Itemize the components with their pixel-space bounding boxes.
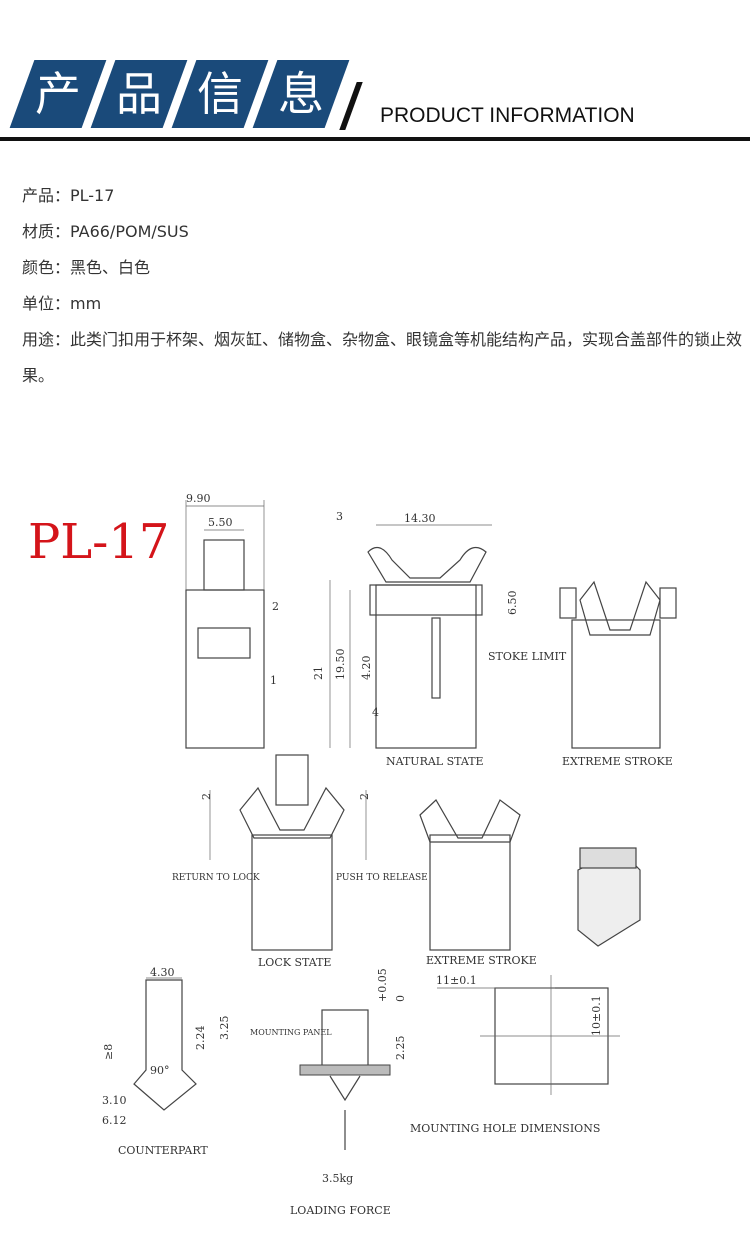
dim-label: 6.12 <box>102 1114 127 1127</box>
dim-label: 2.24 <box>194 1026 207 1051</box>
side-view: 9.90 5.50 2 1 <box>185 492 279 749</box>
callout-label: 3 <box>336 510 343 523</box>
section-subtitle: PRODUCT INFORMATION <box>380 104 635 127</box>
dim-label: 19.50 <box>334 649 347 681</box>
dim-label: 4.20 <box>360 656 373 681</box>
isometric-view <box>577 847 641 947</box>
info-color: 颜色：黑色、白色 <box>22 258 151 277</box>
technical-drawing: PL-17 9.90 5.50 2 1 14.30 3 21 19.50 4.2… <box>28 492 677 1217</box>
natural-state-label: NATURAL STATE <box>386 755 484 768</box>
extreme-stroke-label: EXTREME STROKE <box>562 755 673 768</box>
info-product: 产品：PL-17 <box>22 186 115 205</box>
dim-label: 21 <box>312 666 325 680</box>
mounting-hole-view: 11±0.1 10±0.1 MOUNTING HOLE DIMENSIONS <box>410 974 620 1135</box>
dim-label: 2 <box>358 793 371 800</box>
dim-label: 11±0.1 <box>436 974 477 987</box>
dim-label: 14.30 <box>404 512 436 525</box>
section-header: 产 品 信 息 PRODUCT INFORMATION <box>0 60 750 140</box>
return-to-lock-label: RETURN TO LOCK <box>172 873 260 883</box>
info-unit: 单位：mm <box>22 294 102 313</box>
callout-label: 4 <box>372 706 379 719</box>
product-info: 产品：PL-17 材质：PA66/POM/SUS 颜色：黑色、白色 单位：mm … <box>22 178 744 394</box>
header-rule <box>0 137 750 141</box>
callout-label: 2 <box>272 600 279 613</box>
natural-state-view: 14.30 3 21 19.50 4.20 4 6.50 STOKE LIMIT… <box>312 510 567 768</box>
extreme-stroke-view: EXTREME STROKE <box>559 580 677 768</box>
lock-state-view: 2 RETURN TO LOCK LOCK STATE <box>172 754 345 969</box>
dim-label: +0.05 <box>376 968 389 1002</box>
dim-label: 10±0.1 <box>590 995 603 1036</box>
callout-label: 1 <box>270 674 277 687</box>
dim-label: 6.50 <box>506 591 519 616</box>
stoke-limit-label: STOKE LIMIT <box>488 650 567 663</box>
lock-state-label: LOCK STATE <box>258 956 331 969</box>
counterpart-label: COUNTERPART <box>118 1144 208 1157</box>
counterpart-view: 4.30 ≥8 2.24 3.25 90° 3.10 6.12 COUNTERP… <box>102 966 231 1157</box>
dim-label: 2.25 <box>394 1036 407 1061</box>
title-tile: 信 <box>171 60 269 128</box>
title-tile: 产 <box>9 60 107 128</box>
push-to-release-label: PUSH TO RELEASE <box>336 873 428 883</box>
mounting-hole-label: MOUNTING HOLE DIMENSIONS <box>410 1122 600 1135</box>
dim-label: 2 <box>200 793 213 800</box>
dim-label: 3.10 <box>102 1094 127 1107</box>
mounting-panel-label: MOUNTING PANEL <box>250 1028 332 1037</box>
model-label: PL-17 <box>28 514 169 570</box>
extreme-stroke-label: EXTREME STROKE <box>426 954 537 967</box>
title-char: 信 <box>197 67 243 121</box>
dim-label: 5.50 <box>208 516 233 529</box>
dim-label: 0 <box>394 995 407 1002</box>
dim-label: 4.30 <box>150 966 175 979</box>
dim-label: 3.25 <box>218 1016 231 1041</box>
dim-label: 9.90 <box>186 492 211 505</box>
info-material: 材质：PA66/POM/SUS <box>22 222 189 241</box>
slash-divider <box>339 82 363 130</box>
loading-force-view: MOUNTING PANEL +0.05 0 2.25 3.5kg LOADIN… <box>250 968 407 1217</box>
title-char: 息 <box>278 67 324 121</box>
load-value: 3.5kg <box>322 1172 353 1185</box>
dim-label: 90° <box>150 1064 170 1077</box>
title-tile: 息 <box>252 60 350 128</box>
push-release-view: 2 PUSH TO RELEASE EXTREME STROKE <box>336 790 537 967</box>
dim-label: ≥8 <box>102 1044 115 1060</box>
title-tile: 品 <box>90 60 188 128</box>
info-usage: 用途：此类门扣用于杯架、烟灰缸、储物盒、杂物盒、眼镜盒等机能结构产品，实现合盖部… <box>22 330 743 385</box>
title-char: 产 <box>35 67 81 121</box>
loading-force-label: LOADING FORCE <box>290 1204 391 1217</box>
title-char: 品 <box>116 67 162 121</box>
